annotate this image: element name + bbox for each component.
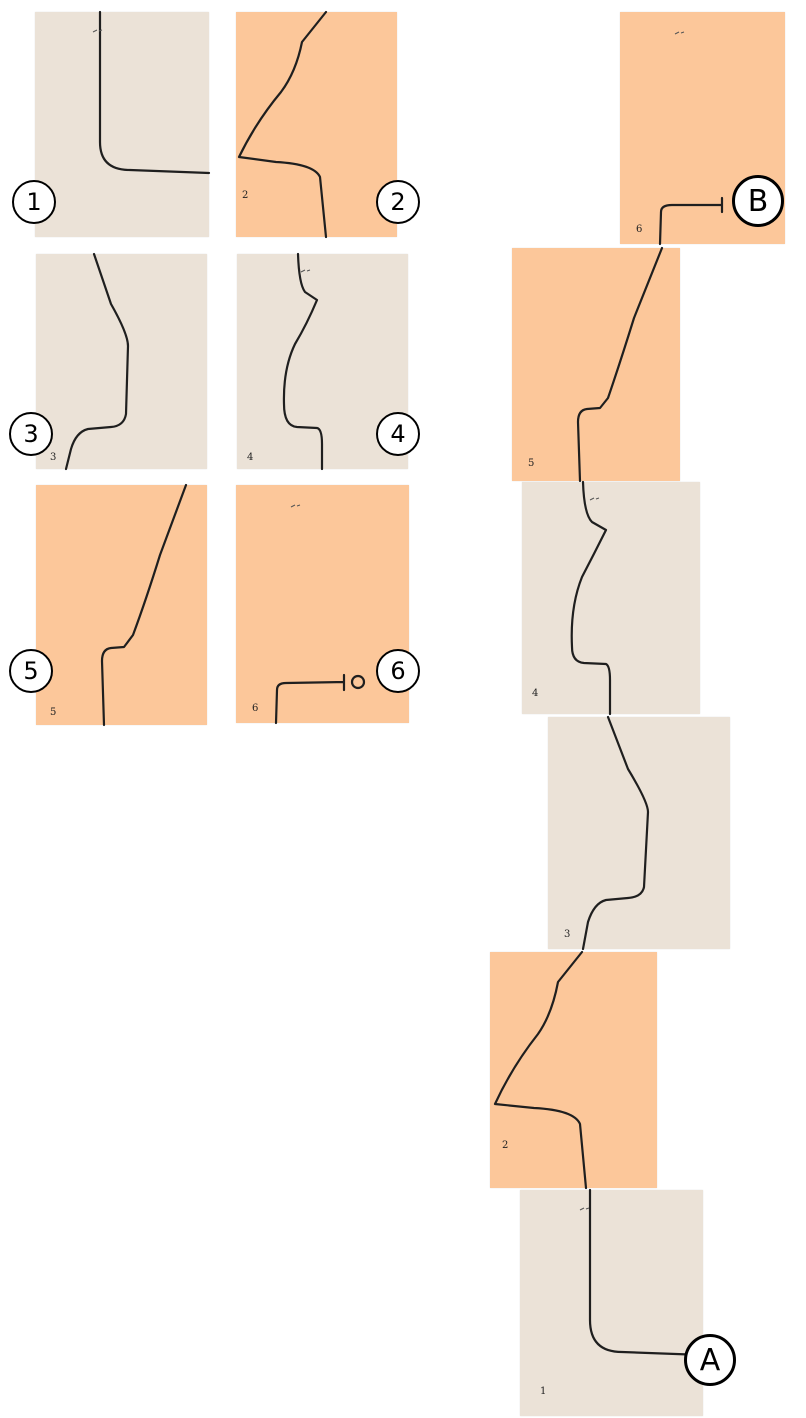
stack-page-number-1: 1 bbox=[540, 1386, 546, 1397]
page-number-2: 2 bbox=[242, 190, 248, 201]
stack-card-1: 1 bbox=[520, 1190, 703, 1416]
stack-line-5 bbox=[512, 248, 680, 481]
paper-card-3: 3 bbox=[36, 254, 207, 469]
page-number-4: 4 bbox=[247, 452, 253, 463]
stack-line-4 bbox=[522, 482, 700, 714]
paper-card-2: 2 bbox=[236, 12, 397, 237]
stack-card-4: 4 bbox=[522, 482, 700, 714]
line-drawing-3 bbox=[36, 254, 207, 469]
stack-page-number-4: 4 bbox=[532, 688, 538, 699]
stack-card-3: 3 bbox=[548, 717, 730, 949]
stack-page-number-6: 6 bbox=[636, 224, 642, 235]
step-badge-2: 2 bbox=[376, 180, 420, 224]
page-number-6: 6 bbox=[252, 703, 258, 714]
step-badge-3: 3 bbox=[9, 412, 53, 456]
stack-page-number-5: 5 bbox=[528, 458, 534, 469]
stack-line-2 bbox=[490, 952, 657, 1188]
end-badge: B bbox=[732, 175, 784, 227]
line-drawing-1 bbox=[35, 12, 209, 237]
stack-line-1 bbox=[520, 1190, 703, 1416]
stack-line-3 bbox=[548, 717, 730, 949]
step-badge-4: 4 bbox=[376, 412, 420, 456]
stack-page-number-2: 2 bbox=[502, 1140, 508, 1151]
stack-card-5: 5 bbox=[512, 248, 680, 481]
step-badge-6: 6 bbox=[376, 649, 420, 693]
step-badge-1: 1 bbox=[12, 180, 56, 224]
step-badge-5: 5 bbox=[9, 649, 53, 693]
start-badge: A bbox=[684, 1334, 736, 1386]
paper-card-1 bbox=[35, 12, 209, 237]
page-number-3: 3 bbox=[50, 452, 56, 463]
page-number-5: 5 bbox=[50, 707, 56, 718]
line-drawing-2 bbox=[236, 12, 397, 237]
paper-card-5: 5 bbox=[36, 485, 207, 725]
stack-card-2: 2 bbox=[490, 952, 657, 1188]
line-drawing-5 bbox=[36, 485, 207, 725]
stack-page-number-3: 3 bbox=[564, 929, 570, 940]
